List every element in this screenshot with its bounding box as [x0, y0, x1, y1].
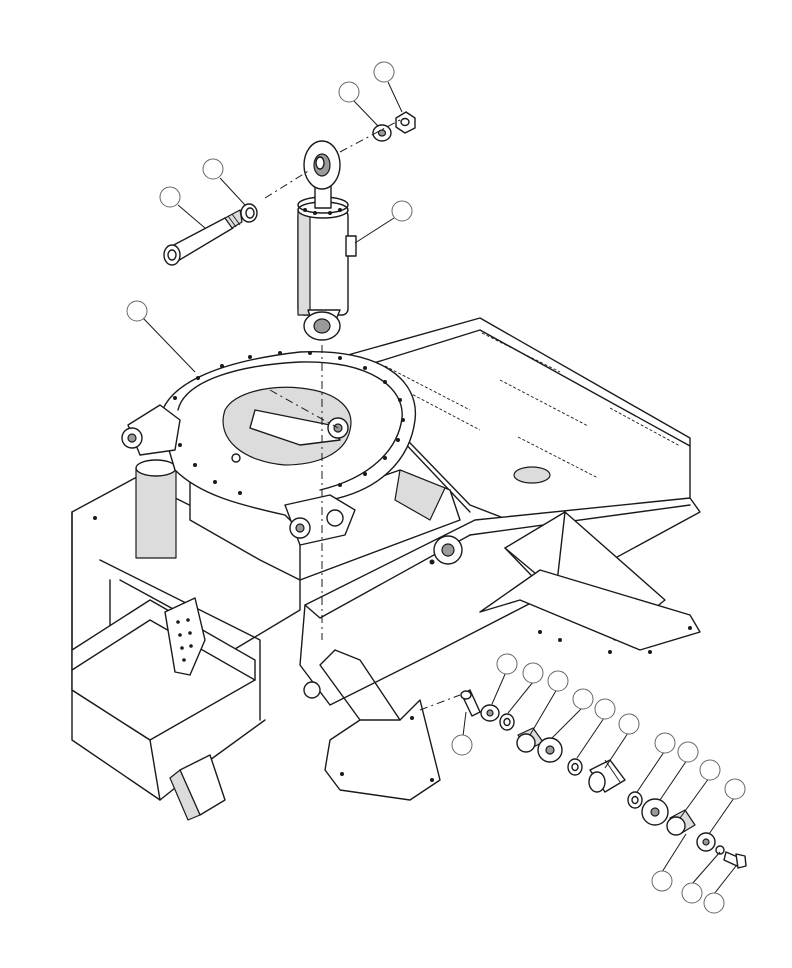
stack-ring-3 — [627, 791, 643, 809]
callout-leaders — [142, 81, 737, 895]
fifth-wheel-plate — [121, 350, 551, 581]
stack-bushing-2 — [666, 809, 696, 836]
stack-pin — [588, 759, 626, 793]
cylinder-gland-bolts — [303, 208, 342, 215]
cylinder-port — [345, 235, 357, 257]
nut-top — [395, 111, 416, 134]
perforated-gusset — [164, 597, 206, 676]
callout-stack-4 — [572, 688, 594, 710]
callout-stack-7 — [654, 732, 676, 754]
callout-stack-bolt-left — [451, 734, 473, 756]
plate-pivot-left — [121, 404, 181, 456]
callout-snap-ring — [202, 158, 224, 180]
callout-stack-2 — [522, 662, 544, 684]
stack-ring-1 — [499, 713, 515, 731]
stack-bolt-right — [723, 851, 747, 869]
callout-nut — [373, 61, 395, 83]
stack-bolt-left — [460, 689, 481, 717]
deck-slot-rows — [384, 332, 681, 479]
hydraulic-cylinder — [297, 140, 357, 341]
lower-support-cylinder — [135, 467, 177, 559]
gear-hub — [513, 466, 551, 484]
stack-ring-2 — [567, 758, 583, 776]
callout-cylinder — [391, 200, 413, 222]
snap-ring — [240, 203, 258, 223]
lower-hardware-stack — [460, 689, 747, 869]
rail-flange — [429, 535, 463, 565]
plate-pivot-right — [284, 494, 356, 546]
callout-stack-6 — [618, 713, 640, 735]
callout-stack-5 — [594, 698, 616, 720]
callout-stack-bottom-2 — [681, 882, 703, 904]
callouts — [126, 61, 746, 914]
callout-pin — [159, 186, 181, 208]
callout-stack-1 — [496, 653, 518, 675]
callout-stack-9 — [699, 759, 721, 781]
gusset-holes — [176, 618, 193, 662]
callout-washer — [338, 81, 360, 103]
callout-stack-3 — [547, 670, 569, 692]
mounting-bracket — [324, 699, 441, 801]
callout-stack-bottom-1 — [651, 870, 673, 892]
callout-stack-8 — [677, 741, 699, 763]
washer-top — [372, 124, 392, 142]
centerlines — [264, 119, 461, 711]
callout-stack-10 — [724, 778, 746, 800]
callout-stack-bottom-3 — [703, 892, 725, 914]
callout-fifth-wheel — [126, 300, 148, 322]
rail-bolt-holes — [93, 516, 692, 654]
mounting-pin — [163, 209, 243, 266]
stack-lock-washer — [715, 845, 725, 855]
